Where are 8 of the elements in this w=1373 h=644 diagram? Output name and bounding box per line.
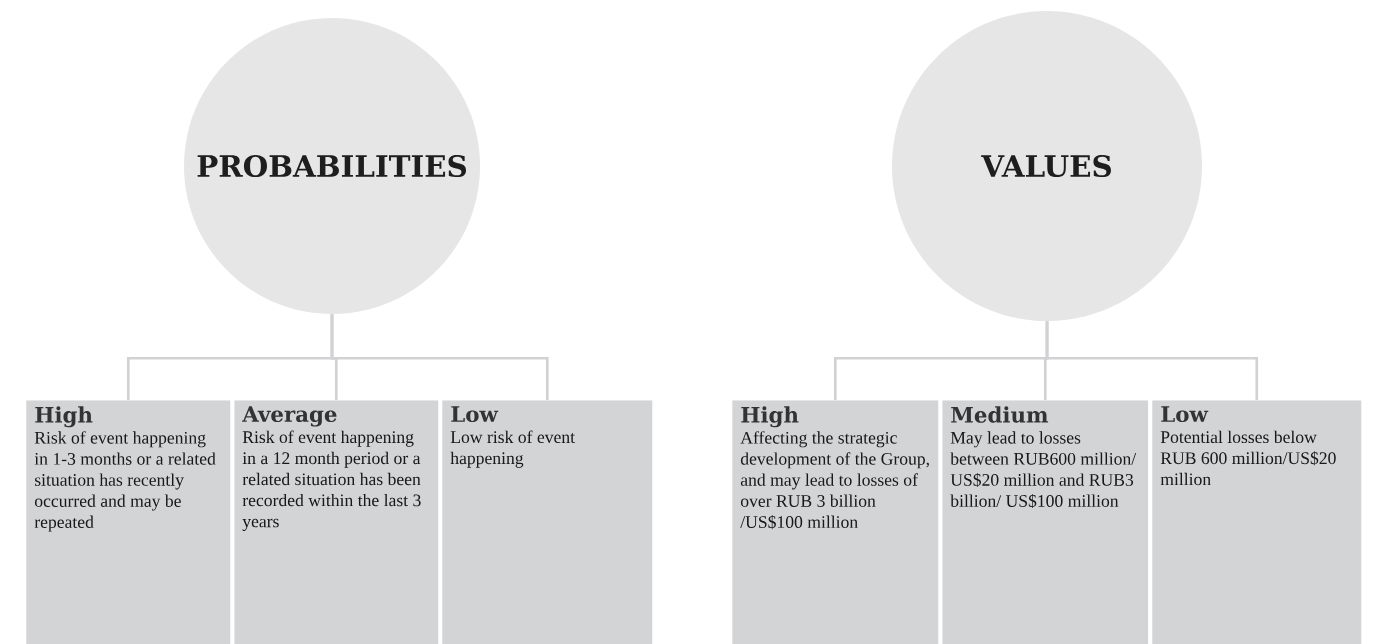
- level-box: High Affecting the strategic development of the Group, and may lead to losses of over RUB 3 billion /US$100 million: [732, 400, 939, 644]
- level-box: High Risk of event happening in 1-3 months or a related situation has recently occurred and may be repeated: [26, 400, 231, 644]
- connector-line: [330, 314, 549, 400]
- level-box: Low Potential losses below RUB 600 million/US$20 million: [1152, 400, 1362, 644]
- level-box: Low Low risk of event happening: [442, 400, 653, 644]
- level-box: Average Risk of event happening in a 12 month period or a related situation has been recorded within the last 3 years: [234, 400, 439, 644]
- connector-line: [1045, 321, 1259, 400]
- level-box: Medium May lead to losses between RUB600 million/ US$20 million and RUB3 billion/ US$100 million: [942, 400, 1149, 644]
